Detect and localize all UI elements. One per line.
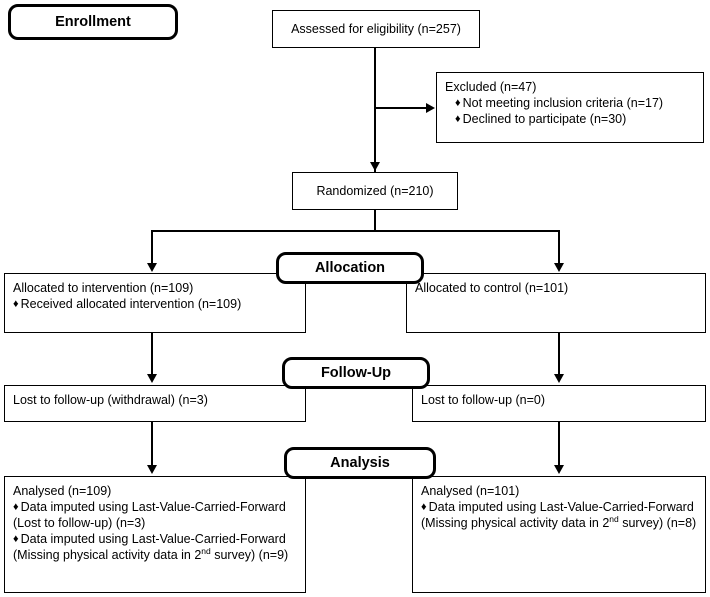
analysis-intervention-item-2-sup: nd [201,545,211,556]
box-followup-control: Lost to follow-up (n=0) [412,385,706,422]
diamond-bullet-icon: ♦ [13,533,19,545]
stage-label-followup-text: Follow-Up [320,365,392,381]
connector-allocation-split-horizontal [151,230,560,232]
connector-intervention-to-analysis [151,422,153,468]
connector-to-intervention-vertical [151,230,153,267]
excluded-reason-2-text: Declined to participate (n=30) [462,112,627,126]
excluded-reason-1-text: Not meeting inclusion criteria (n=17) [462,96,664,110]
diamond-bullet-icon: ♦ [13,501,19,513]
stage-label-allocation: Allocation [276,252,424,284]
excluded-heading: Excluded (n=47) [445,80,537,94]
followup-intervention-text: Lost to follow-up (withdrawal) (n=3) [13,393,208,407]
stage-label-followup: Follow-Up [282,357,430,389]
analysis-intervention-heading: Analysed (n=109) [13,484,112,498]
analysis-control-item-1: ♦Data imputed using Last-Value-Carried-F… [421,499,697,531]
stage-label-analysis: Analysis [284,447,436,479]
diamond-bullet-icon: ♦ [421,501,427,513]
diamond-bullet-icon: ♦ [455,97,461,109]
analysis-intervention-item-2: ♦Data imputed using Last-Value-Carried-F… [13,531,297,563]
allocated-intervention-heading: Allocated to intervention (n=109) [13,281,194,295]
analysis-intervention-item-2-pre: Data imputed using Last-Value-Carried-Fo… [13,532,286,562]
analysis-control-item-1-pre: Data imputed using Last-Value-Carried-Fo… [421,500,694,530]
excluded-reason-1: ♦Not meeting inclusion criteria (n=17) [445,95,695,111]
analysis-intervention-item-1: ♦Data imputed using Last-Value-Carried-F… [13,499,297,531]
stage-label-allocation-text: Allocation [314,260,386,276]
stage-label-enrollment: Enrollment [8,4,178,40]
arrowhead-assessed-to-randomized [370,162,380,171]
stage-label-analysis-text: Analysis [330,455,390,471]
box-analysis-control: Analysed (n=101) ♦Data imputed using Las… [412,476,706,593]
diamond-bullet-icon: ♦ [13,298,19,310]
excluded-reason-2: ♦Declined to participate (n=30) [445,111,695,127]
allocated-intervention-item-1-text: Received allocated intervention (n=109) [20,297,242,311]
connector-to-control-vertical [558,230,560,267]
connector-randomized-stub [374,210,376,232]
allocated-control-heading: Allocated to control (n=101) [415,281,569,295]
box-analysis-intervention: Analysed (n=109) ♦Data imputed using Las… [4,476,306,593]
arrowhead-intervention-to-analysis [147,465,157,474]
analysis-intervention-item-1-text: Data imputed using Last-Value-Carried-Fo… [13,500,286,530]
box-excluded: Excluded (n=47) ♦Not meeting inclusion c… [436,72,704,143]
box-allocated-intervention: Allocated to intervention (n=109) ♦Recei… [4,273,306,333]
assessed-for-eligibility-text: Assessed for eligibility (n=257) [291,22,461,36]
analysis-intervention-item-2-post: survey) (n=9) [210,548,289,562]
arrowhead-control-to-analysis [554,465,564,474]
arrowhead-intervention-to-followup [147,374,157,383]
box-assessed-for-eligibility: Assessed for eligibility (n=257) [272,10,480,48]
analysis-control-item-1-post: survey) (n=8) [618,516,697,530]
connector-intervention-to-followup [151,333,153,377]
box-randomized: Randomized (n=210) [292,172,458,210]
analysis-control-item-1-sup: nd [609,513,619,524]
arrowhead-to-control [554,263,564,272]
connector-assessed-to-excluded [375,107,429,109]
arrowhead-control-to-followup [554,374,564,383]
connector-control-to-analysis [558,422,560,468]
box-allocated-control: Allocated to control (n=101) [406,273,706,333]
arrowhead-assessed-to-excluded [426,103,435,113]
box-followup-intervention: Lost to follow-up (withdrawal) (n=3) [4,385,306,422]
connector-control-to-followup [558,333,560,377]
connector-assessed-to-randomized [374,48,376,172]
analysis-control-heading: Analysed (n=101) [421,484,520,498]
diamond-bullet-icon: ♦ [455,113,461,125]
arrowhead-to-intervention [147,263,157,272]
stage-label-enrollment-text: Enrollment [55,14,131,30]
followup-control-text: Lost to follow-up (n=0) [421,393,546,407]
randomized-text: Randomized (n=210) [316,184,434,198]
allocated-intervention-item-1: ♦Received allocated intervention (n=109) [13,296,297,312]
